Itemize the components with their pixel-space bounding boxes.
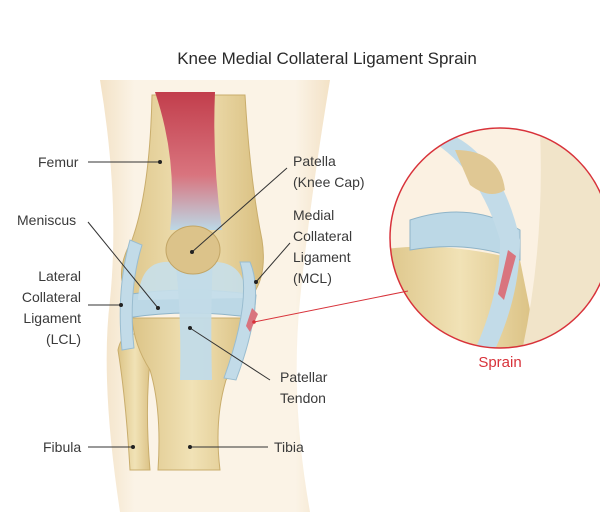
- magnified-view-border: [389, 127, 600, 349]
- label-mcl-line2: Collateral: [293, 228, 352, 244]
- sprain-label: Sprain: [478, 354, 521, 371]
- sprain-pointer-line: [253, 290, 409, 323]
- label-lcl-line2: Collateral: [22, 289, 81, 305]
- label-patellar-tendon-line1: Patellar: [280, 369, 328, 385]
- label-patella-line1: Patella: [293, 153, 336, 169]
- label-lcl-line3: Ligament: [23, 310, 81, 326]
- label-patellar-tendon-line2: Tendon: [280, 390, 326, 406]
- label-patella-line2: (Knee Cap): [293, 174, 365, 190]
- patella-bone: [165, 225, 221, 275]
- label-mcl-line4: (MCL): [293, 270, 332, 286]
- quadriceps-tendon: [155, 92, 222, 230]
- label-fibula: Fibula: [43, 439, 81, 455]
- label-femur: Femur: [38, 154, 79, 170]
- label-meniscus: Meniscus: [17, 212, 76, 228]
- medial-collateral-ligament: [223, 261, 257, 381]
- label-mcl-line3: Ligament: [293, 249, 351, 265]
- label-lcl-line4: (LCL): [46, 331, 81, 347]
- mcl-sprain-mark: [246, 308, 258, 332]
- sprain-pointer-dot: [252, 320, 256, 324]
- label-tibia: Tibia: [274, 439, 304, 455]
- label-mcl-line1: Medial: [293, 207, 334, 223]
- leader-lines: [87, 160, 291, 449]
- label-lcl-line1: Lateral: [38, 268, 81, 284]
- diagram-title: Knee Medial Collateral Ligament Sprain: [177, 49, 477, 68]
